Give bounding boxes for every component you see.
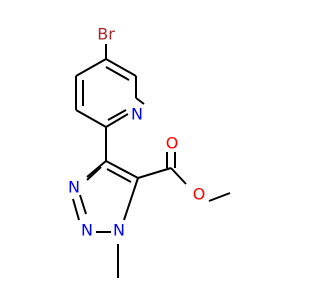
structure-canvas: Br N N N N O O <box>68 24 231 278</box>
atom-ester-oxygen: O <box>193 185 206 204</box>
bond-carbonyl-o-ester <box>170 167 187 185</box>
bond-n3-n2-inner <box>79 194 87 215</box>
bond-c3-c2 <box>75 109 107 128</box>
atom-carbonyl-oxygen: O <box>166 134 179 153</box>
bond-c4-n3 <box>86 160 107 178</box>
atom-pyridine-nitrogen: N <box>131 105 143 124</box>
atom-triazole-n1: N <box>113 221 125 240</box>
bond-c5-c4 <box>75 58 107 77</box>
bond-o-methyl <box>208 192 231 202</box>
atom-triazole-n2: N <box>81 221 93 240</box>
atom-bromine: Br <box>97 25 115 44</box>
bond-c2-n-inner <box>107 109 127 121</box>
bonds <box>72 44 231 278</box>
atom-triazole-n3: N <box>68 178 80 197</box>
bond-c6-c5-inner <box>105 66 130 81</box>
bond-c2-n <box>105 113 129 128</box>
bond-c5-c4-inner <box>106 168 132 183</box>
atom-labels: Br N N N N O O <box>68 25 205 240</box>
bond-c6-c5 <box>105 58 137 77</box>
bond-n3-n2 <box>72 198 80 221</box>
bond-c5-c4 <box>105 160 139 179</box>
bond-n-c6 <box>135 97 145 105</box>
bond-c4-n3-inner <box>86 166 102 181</box>
bond-c5-carbonyl <box>137 167 172 179</box>
structure-drawing: Br N N N N O O <box>68 25 231 278</box>
bond-n1-c5 <box>123 177 139 221</box>
